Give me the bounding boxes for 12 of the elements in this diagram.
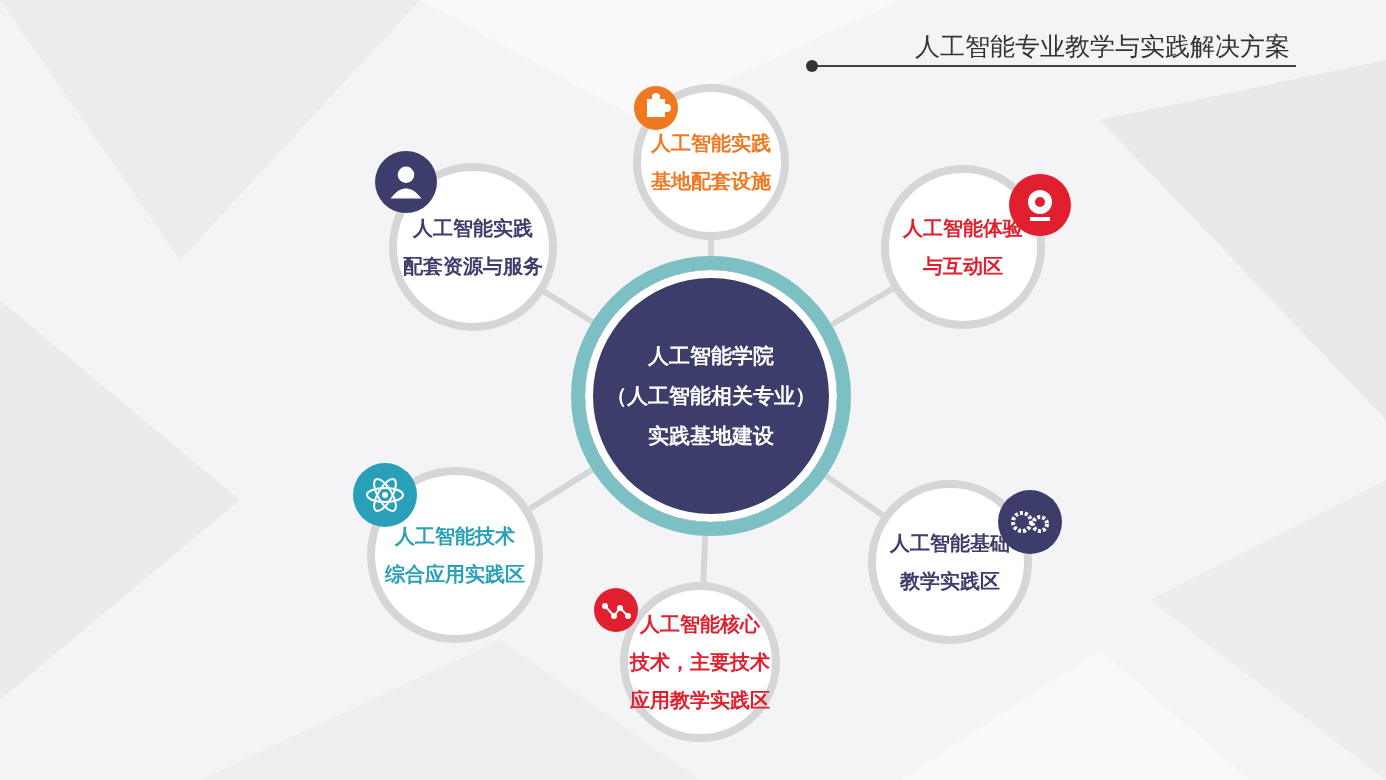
circle-label: 人工智能技术综合应用实践区: [385, 523, 525, 588]
circle-label: 人工智能实践基地配套设施: [651, 130, 771, 195]
connector-line: [708, 240, 714, 256]
circle-label: 人工智能实践配套资源与服务: [403, 215, 543, 280]
connector-line: [542, 289, 594, 325]
connector-line: [824, 473, 885, 518]
circle-label: 人工智能学院（人工智能相关专业）实践基地建设: [606, 343, 816, 450]
connector-line: [528, 467, 594, 512]
circle-label: 人工智能核心技术，主要技术应用教学实践区: [630, 611, 770, 714]
title: 人工智能专业教学与实践解决方案: [915, 31, 1290, 63]
connector-line: [830, 286, 894, 328]
connector-line: [700, 535, 709, 583]
